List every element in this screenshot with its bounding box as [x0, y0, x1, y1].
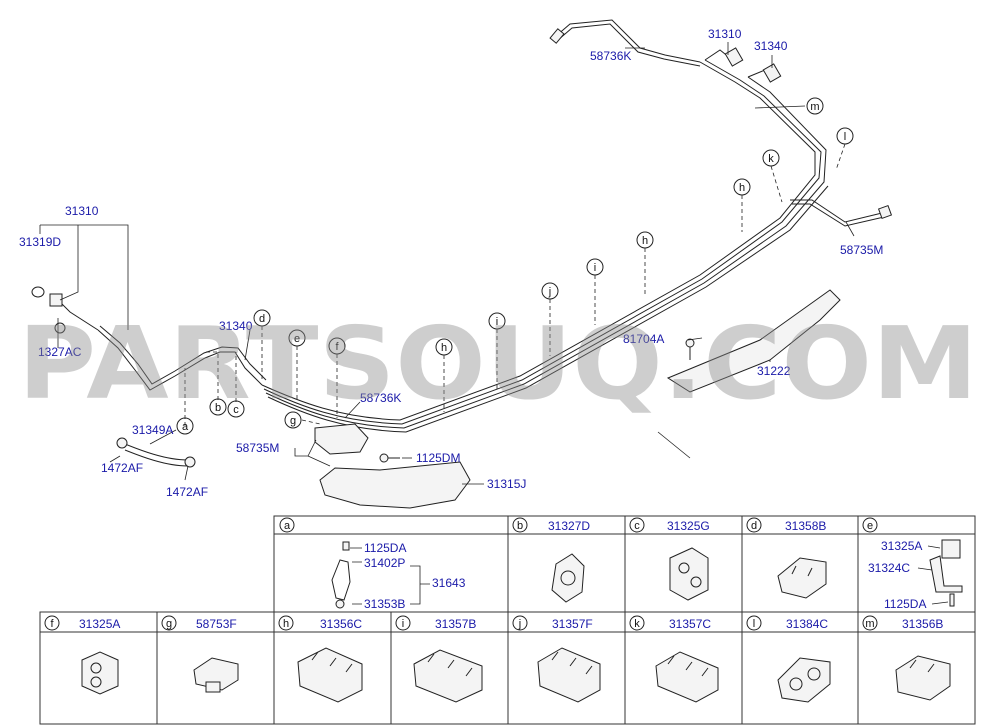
svg-text:31643: 31643 — [432, 576, 466, 590]
callout-e: e — [288, 329, 306, 347]
svg-text:l: l — [753, 618, 755, 630]
svg-text:31384C: 31384C — [786, 617, 828, 631]
label-31340: 31340 — [219, 319, 253, 333]
svg-text:31356B: 31356B — [902, 617, 943, 631]
label-58735m: 58735M — [840, 243, 883, 257]
svg-text:h: h — [441, 342, 447, 354]
svg-text:a: a — [182, 421, 189, 433]
svg-text:f: f — [335, 341, 339, 353]
watermark: PARTSOUQ.COM — [18, 305, 978, 422]
callout-i: i — [586, 258, 604, 276]
svg-text:31357F: 31357F — [552, 617, 593, 631]
detail-cell-j: j 31357F — [512, 615, 601, 703]
svg-text:i: i — [496, 316, 498, 328]
detail-cell-m: m 31356B — [862, 615, 951, 701]
svg-text:g: g — [290, 415, 296, 427]
svg-text:i: i — [594, 262, 596, 274]
label-58736k: 58736K — [590, 49, 631, 63]
svg-text:31325A: 31325A — [79, 617, 120, 631]
label-31310: 31310 — [65, 204, 99, 218]
label-31319d: 31319D — [19, 235, 61, 249]
label-81704a: 81704A — [623, 332, 664, 346]
svg-text:31324C: 31324C — [868, 561, 910, 575]
svg-text:1125DA: 1125DA — [364, 541, 406, 555]
callout-f: f — [328, 337, 346, 355]
svg-text:b: b — [517, 520, 523, 532]
detail-cell-c: c 31325G — [629, 517, 710, 601]
svg-text:k: k — [634, 618, 640, 630]
svg-text:c: c — [233, 404, 239, 416]
label-31222: 31222 — [757, 364, 791, 378]
callout-g: g — [284, 411, 302, 429]
fuel-line-assembly — [31, 19, 893, 509]
detail-cell-k: k 31357C — [629, 615, 719, 703]
svg-text:h: h — [739, 182, 745, 194]
callout-c: c — [227, 400, 245, 418]
callout-j: j — [541, 282, 559, 300]
svg-text:31357C: 31357C — [669, 617, 711, 631]
detail-cell-d: d 31358B — [746, 517, 827, 599]
svg-text:f: f — [50, 618, 54, 630]
svg-text:h: h — [283, 618, 289, 630]
callout-h: h — [733, 178, 751, 196]
label-58735m: 58735M — [236, 441, 279, 455]
label-1327ac: 1327AC — [38, 345, 82, 359]
svg-text:c: c — [634, 520, 640, 532]
label-31310: 31310 — [708, 27, 742, 41]
svg-text:e: e — [867, 520, 873, 532]
svg-text:a: a — [284, 520, 291, 532]
svg-text:31325A: 31325A — [881, 539, 922, 553]
detail-cell-h: h 31356C — [278, 615, 363, 703]
svg-text:b: b — [215, 402, 221, 414]
label-1125dm: 1125DM — [416, 451, 460, 465]
label-31340: 31340 — [754, 39, 788, 53]
svg-text:31353B: 31353B — [364, 597, 405, 611]
svg-text:31357B: 31357B — [435, 617, 476, 631]
callout-b: b — [209, 398, 227, 416]
callout-l: l — [836, 127, 854, 145]
leader-lines — [39, 42, 855, 485]
svg-text:31356C: 31356C — [320, 617, 362, 631]
callout-h: h — [636, 231, 654, 249]
svg-text:h: h — [642, 235, 648, 247]
svg-text:i: i — [402, 618, 404, 630]
svg-text:58753F: 58753F — [196, 617, 237, 631]
label-31315j: 31315J — [487, 477, 526, 491]
svg-text:31325G: 31325G — [667, 519, 710, 533]
detail-grid — [39, 515, 976, 725]
label-1472af: 1472AF — [101, 461, 143, 475]
detail-cell-e: e 31325A 31324C 1125DA — [862, 517, 963, 611]
detail-cell-b: b 31327D — [512, 517, 590, 603]
callout-d: d — [253, 309, 271, 327]
callout-i: i — [488, 312, 506, 330]
svg-text:m: m — [810, 101, 819, 113]
detail-cell-l: l 31384C — [746, 615, 831, 703]
svg-text:d: d — [751, 520, 757, 532]
svg-text:d: d — [259, 313, 265, 325]
callout-h: h — [435, 338, 453, 356]
svg-text:m: m — [865, 618, 874, 630]
svg-text:j: j — [518, 618, 521, 630]
label-58736k: 58736K — [360, 391, 401, 405]
detail-cell-a: a 1125DA 31402P 31643 31353B — [279, 517, 466, 611]
callout-a: a — [176, 417, 194, 435]
detail-cell-i: i 31357B — [395, 615, 483, 703]
detail-cell-f: f 31325A — [44, 615, 120, 695]
svg-text:k: k — [768, 153, 774, 165]
label-31349a: 31349A — [132, 423, 173, 437]
svg-text:1125DA: 1125DA — [884, 597, 926, 611]
svg-text:e: e — [294, 333, 300, 345]
part-labels: 31310 31340 58736K 58735M 81704A 31222 3… — [19, 27, 883, 499]
svg-text:j: j — [548, 286, 551, 298]
label-1472af: 1472AF — [166, 485, 208, 499]
svg-text:l: l — [844, 131, 846, 143]
detail-cell-g: g 58753F — [161, 615, 239, 693]
svg-text:31358B: 31358B — [785, 519, 826, 533]
svg-text:g: g — [166, 618, 172, 630]
callout-k: k — [762, 149, 780, 167]
callout-m: m — [806, 97, 824, 115]
svg-text:31402P: 31402P — [364, 556, 405, 570]
svg-text:31327D: 31327D — [548, 519, 590, 533]
